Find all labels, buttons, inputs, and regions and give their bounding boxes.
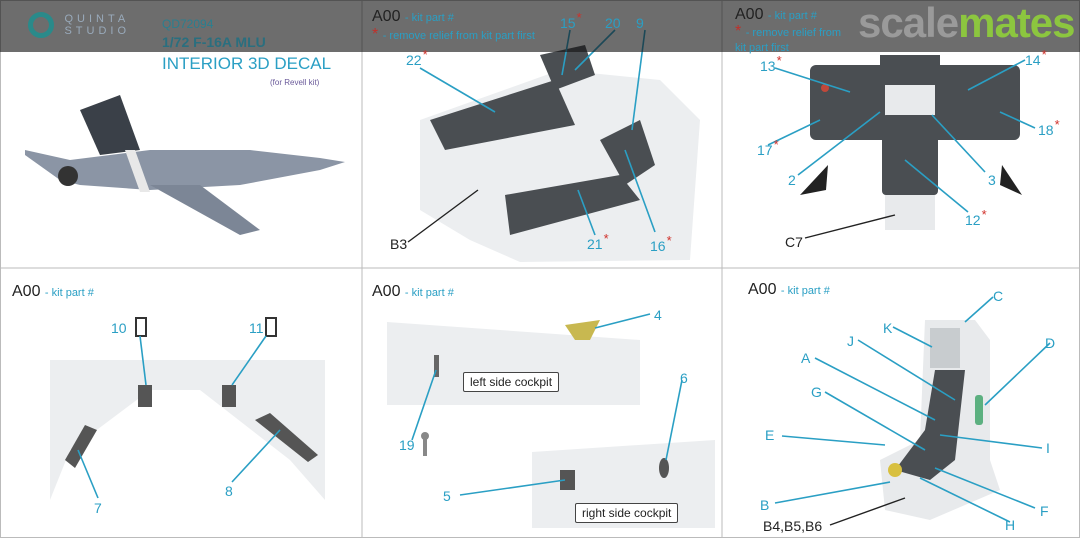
callout-16: 16*	[650, 233, 672, 254]
callout-21: 21*	[587, 231, 609, 252]
legend-star-3: * - remove relief from kit part first	[735, 23, 842, 55]
callout-c: C	[993, 288, 1004, 304]
callout-14: 14*	[1025, 47, 1047, 68]
callout-13: 13*	[760, 53, 782, 74]
callout-lines	[77, 29, 1051, 523]
callout-d: D	[1045, 335, 1056, 351]
logo-mark-icon	[28, 12, 54, 38]
callout-12: 12*	[965, 207, 987, 228]
callout-5: 5	[443, 488, 451, 504]
callout-e: E	[765, 427, 775, 443]
callout-22: 22*	[406, 47, 428, 68]
legend-part: A00 - kit part #	[372, 8, 454, 25]
legend-part-4: A00 - kit part #	[12, 283, 94, 300]
aircraft-image	[25, 95, 345, 235]
callout-f: F	[1040, 503, 1049, 519]
callout-17: 17*	[757, 137, 779, 158]
callout-g: G	[811, 384, 822, 400]
callout-11: 11	[249, 320, 264, 336]
brand-name-line1: QUINTA	[64, 13, 130, 25]
callout-7: 7	[94, 500, 102, 516]
callout-9: 9	[636, 15, 644, 31]
cockpit-tub-image	[420, 45, 700, 262]
callout-j: J	[847, 333, 854, 349]
callout-8: 8	[225, 483, 233, 499]
right-side-cockpit-label: right side cockpit	[575, 503, 679, 523]
callout-k: K	[883, 320, 893, 336]
callout-4: 4	[654, 307, 662, 323]
left-side-cockpit-label: left side cockpit	[463, 372, 560, 392]
callout-2: 2	[788, 172, 796, 188]
legend-part-5: A00 - kit part #	[372, 283, 454, 300]
legend-part-6: A00 - kit part #	[748, 281, 830, 298]
brand-name-line2: STUDIO	[64, 25, 131, 37]
product-code: QD72094	[162, 17, 214, 31]
legend-part-3: A00 - kit part #	[735, 6, 817, 23]
callout-15: 15*	[560, 10, 582, 31]
callout-19: 19	[399, 437, 415, 453]
callout-18: 18*	[1038, 117, 1060, 138]
legend-star: * - remove relief from kit part first	[372, 26, 535, 43]
scalemates-watermark: scalemates	[858, 0, 1076, 46]
instrument-panel-image	[800, 55, 1022, 230]
callout-b4-b5-b6: B4,B5,B6	[763, 518, 823, 534]
model-title: 1/72 F-16A MLU	[162, 34, 266, 50]
header-overlay	[0, 0, 1080, 52]
callout-6: 6	[680, 370, 688, 386]
callout-b3: B3	[390, 236, 408, 252]
ejection-seat-image	[880, 320, 1000, 520]
callout-3: 3	[988, 172, 996, 188]
callout-c7: C7	[785, 234, 803, 250]
callout-10: 10	[111, 320, 127, 336]
cockpit-floor-image	[50, 317, 325, 500]
callout-h: H	[1005, 517, 1016, 533]
side-cockpit-image	[387, 320, 715, 528]
callout-a: A	[801, 350, 811, 366]
kit-note: (for Revell kit)	[270, 78, 320, 87]
product-title: INTERIOR 3D DECAL	[162, 54, 332, 73]
callout-i: I	[1046, 440, 1050, 456]
callout-b: B	[760, 497, 770, 513]
callout-20: 20	[605, 15, 621, 31]
